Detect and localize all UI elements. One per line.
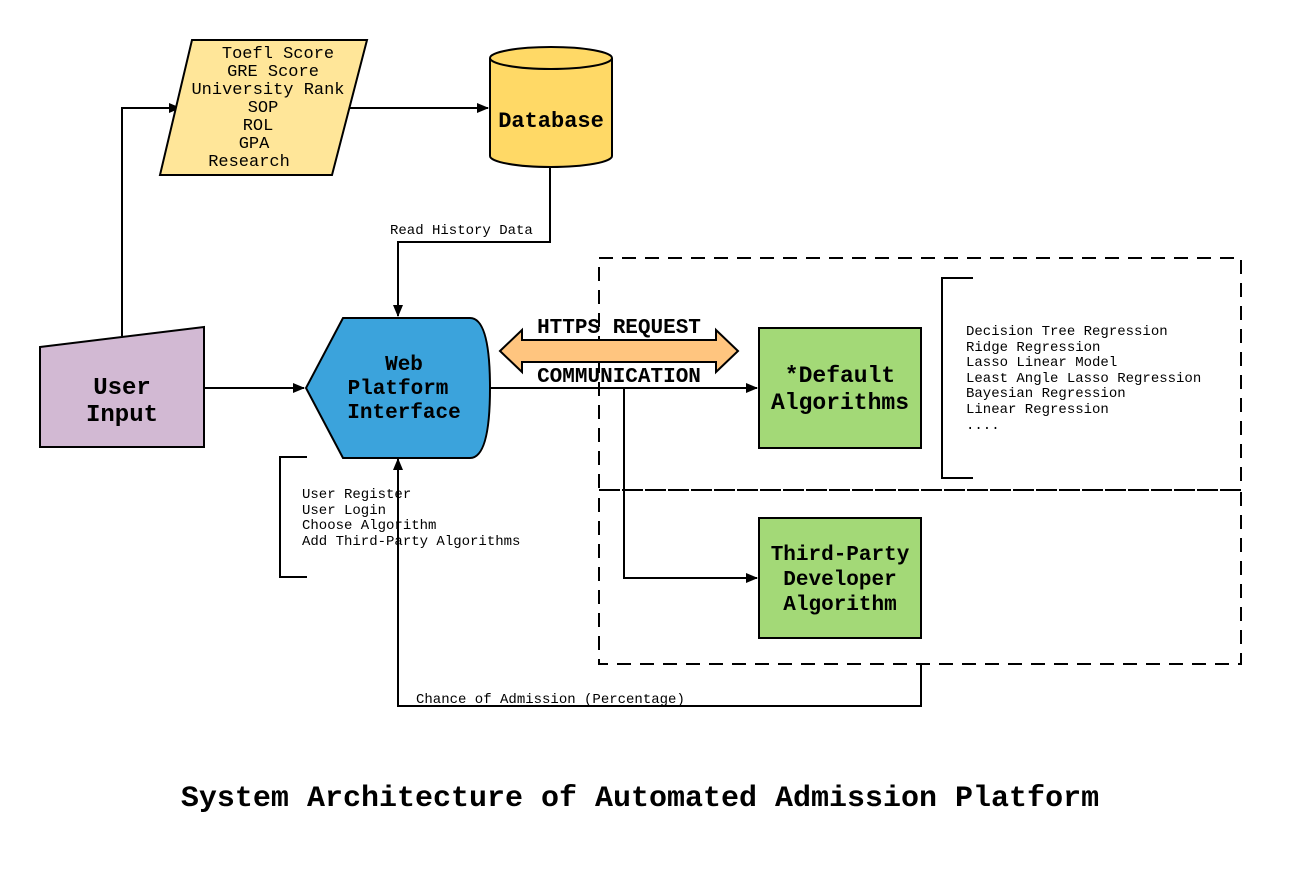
default-algorithms-node [758, 327, 922, 449]
database-label: Database [498, 109, 604, 134]
algorithm-list-item: Decision Tree Regression [966, 324, 1168, 340]
https-request-label: HTTPS REQUEST [537, 317, 701, 340]
third-party-label-2: Developer [783, 569, 896, 592]
user-function-item: User Register [302, 487, 411, 503]
web-platform-node [304, 317, 492, 459]
read-history-label: Read History Data [390, 223, 533, 239]
user-input-label-1: User [93, 375, 151, 402]
data-input-sop: SOP [248, 99, 279, 118]
data-input-node [158, 39, 369, 176]
algorithm-list-item: Ridge Regression [966, 340, 1100, 356]
data-input-rol: ROL [243, 117, 274, 136]
web-platform-label-1: Web [385, 354, 423, 377]
result-to-web-connector [393, 458, 922, 707]
data-input-rank: University Rank [191, 81, 344, 100]
user-functions-bracket [279, 456, 307, 578]
user-function-item: User Login [302, 503, 386, 519]
third-party-node [758, 517, 922, 639]
data-input-gpa: GPA [239, 135, 270, 154]
user-function-item: Add Third-Party Algorithms [302, 534, 520, 550]
data-input-gre: GRE Score [227, 63, 319, 82]
algorithm-list-bracket [941, 277, 973, 479]
algorithm-list-item: Least Angle Lasso Regression [966, 371, 1201, 387]
user-input-node [39, 325, 205, 448]
algorithm-list-item: Lasso Linear Model [966, 355, 1117, 371]
algorithm-list-item: .... [966, 418, 1000, 434]
data-input-research: Research [208, 153, 290, 172]
web-platform-label-2: Platform [348, 378, 449, 401]
third-party-label-1: Third-Party [771, 544, 910, 567]
admission-output-label: Chance of Admission (Percentage) [416, 692, 685, 708]
https-double-arrow [498, 327, 740, 375]
web-to-thirdparty-connector [623, 388, 758, 583]
algorithm-list-item: Bayesian Regression [966, 386, 1126, 402]
data-input-toefl: Toefl Score [222, 45, 334, 64]
web-platform-label-3: Interface [347, 402, 460, 425]
default-algorithms-label-1: *Default [785, 363, 895, 389]
user-input-label-2: Input [86, 402, 158, 429]
user-function-item: Choose Algorithm [302, 518, 436, 534]
database-to-web-connector [393, 168, 551, 317]
algorithm-list-item: Linear Regression [966, 402, 1109, 418]
third-party-label-3: Algorithm [783, 594, 896, 617]
database-icon [489, 46, 613, 168]
user-to-data-connector [121, 103, 181, 336]
https-communication-label: COMMUNICATION [537, 366, 701, 389]
diagram-title: System Architecture of Automated Admissi… [181, 782, 1099, 816]
default-algorithms-label-2: Algorithms [771, 390, 909, 416]
